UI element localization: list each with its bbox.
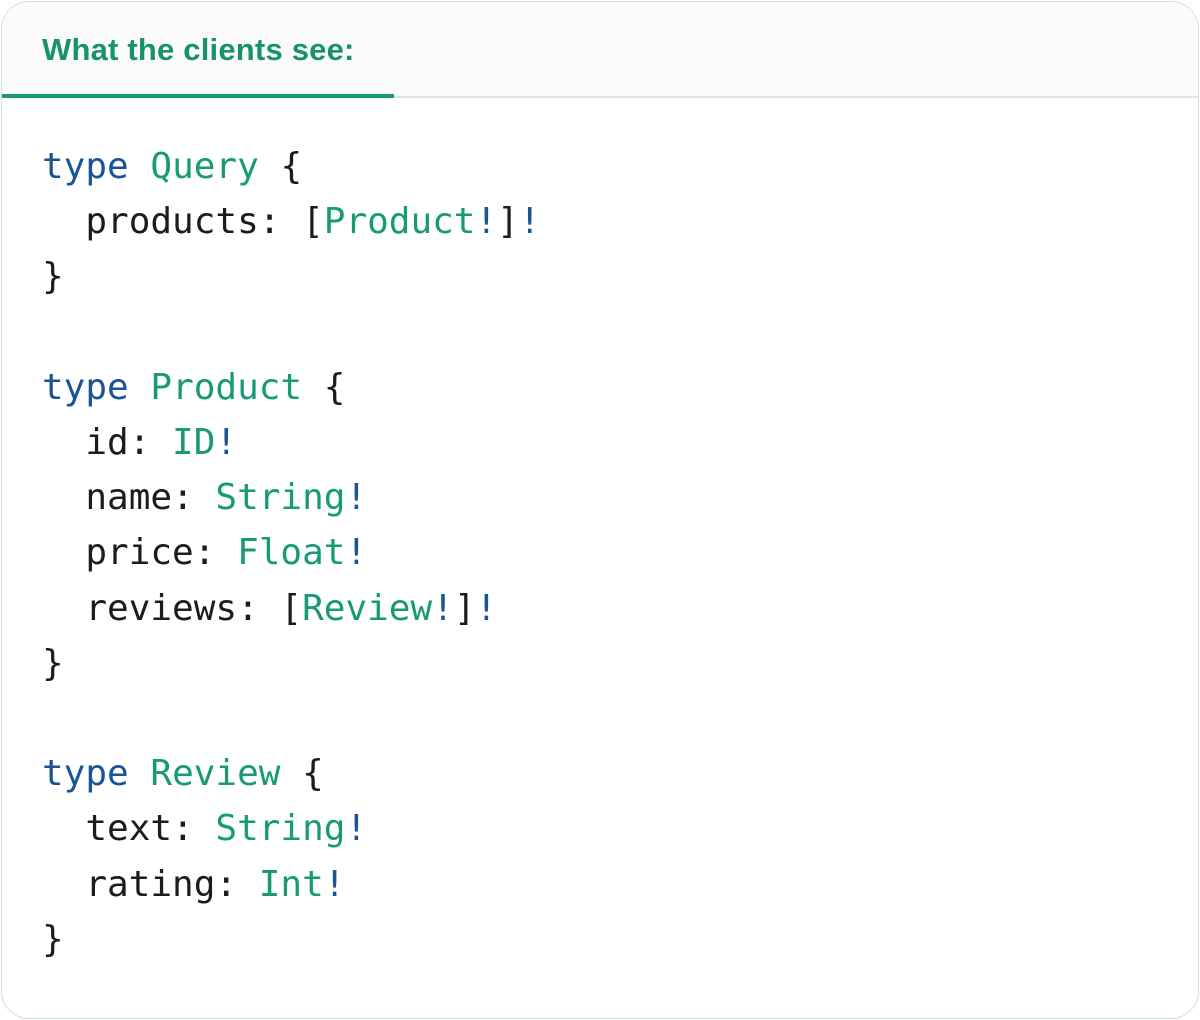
code-token: name: xyxy=(42,477,216,519)
code-line: id: ID! xyxy=(42,415,1168,470)
code-line: text: String! xyxy=(42,801,1168,856)
code-token: { xyxy=(302,366,346,408)
code-token: type xyxy=(42,366,129,408)
active-tab-indicator xyxy=(2,94,394,98)
code-line: products: [Product!]! xyxy=(42,194,1168,249)
code-line: } xyxy=(42,912,1168,967)
code-token: Product xyxy=(323,201,476,243)
code-token: ! xyxy=(345,477,368,519)
code-line: reviews: [Review!]! xyxy=(42,581,1168,636)
code-token: String xyxy=(215,808,346,850)
code-line: type Query { xyxy=(42,139,1168,194)
code-line: type Review { xyxy=(42,746,1168,801)
code-token: products: [ xyxy=(42,201,324,243)
code-line: rating: Int! xyxy=(42,857,1168,912)
code-token: Review xyxy=(302,587,433,629)
code-token xyxy=(129,367,151,408)
code-token: String xyxy=(215,477,346,519)
code-line xyxy=(42,691,1168,746)
code-token: { xyxy=(258,146,303,187)
code-token: ! xyxy=(518,201,541,243)
code-line: price: Float! xyxy=(42,525,1168,580)
code-line xyxy=(42,305,1168,360)
code-token: Int xyxy=(258,863,324,905)
code-token: ! xyxy=(323,863,346,905)
code-token: price: xyxy=(42,532,238,574)
code-block: type Query { products: [Product!]!} type… xyxy=(2,98,1198,967)
code-token: Float xyxy=(237,532,346,574)
code-token: ! xyxy=(345,808,368,850)
code-token: { xyxy=(280,753,324,795)
code-token: ! xyxy=(345,532,368,574)
code-token: } xyxy=(42,256,64,298)
tab-bar: What the clients see: xyxy=(2,2,1198,98)
code-token: Query xyxy=(150,146,259,187)
code-token: ! xyxy=(475,587,498,629)
code-token: id: xyxy=(42,422,173,464)
code-token xyxy=(129,753,151,794)
code-token: ! xyxy=(215,422,238,464)
code-token: rating: xyxy=(42,863,259,905)
code-token: Review xyxy=(150,753,281,795)
code-token: ! xyxy=(475,201,498,243)
code-token: Product xyxy=(150,366,303,408)
code-token: text: xyxy=(42,808,216,850)
code-token: type xyxy=(42,146,129,187)
tab-what-clients-see[interactable]: What the clients see: xyxy=(42,32,355,67)
code-line: type Product { xyxy=(42,360,1168,415)
code-token: } xyxy=(42,918,64,960)
code-line: } xyxy=(42,636,1168,691)
code-line: } xyxy=(42,249,1168,304)
code-token xyxy=(129,146,151,187)
code-token: reviews: [ xyxy=(42,587,303,629)
code-token: ] xyxy=(497,201,519,243)
code-token: } xyxy=(42,642,64,684)
code-line: name: String! xyxy=(42,470,1168,525)
code-token: ! xyxy=(432,587,454,629)
code-token: ] xyxy=(453,587,476,629)
code-token: type xyxy=(42,753,129,795)
code-token: ID xyxy=(172,422,216,464)
